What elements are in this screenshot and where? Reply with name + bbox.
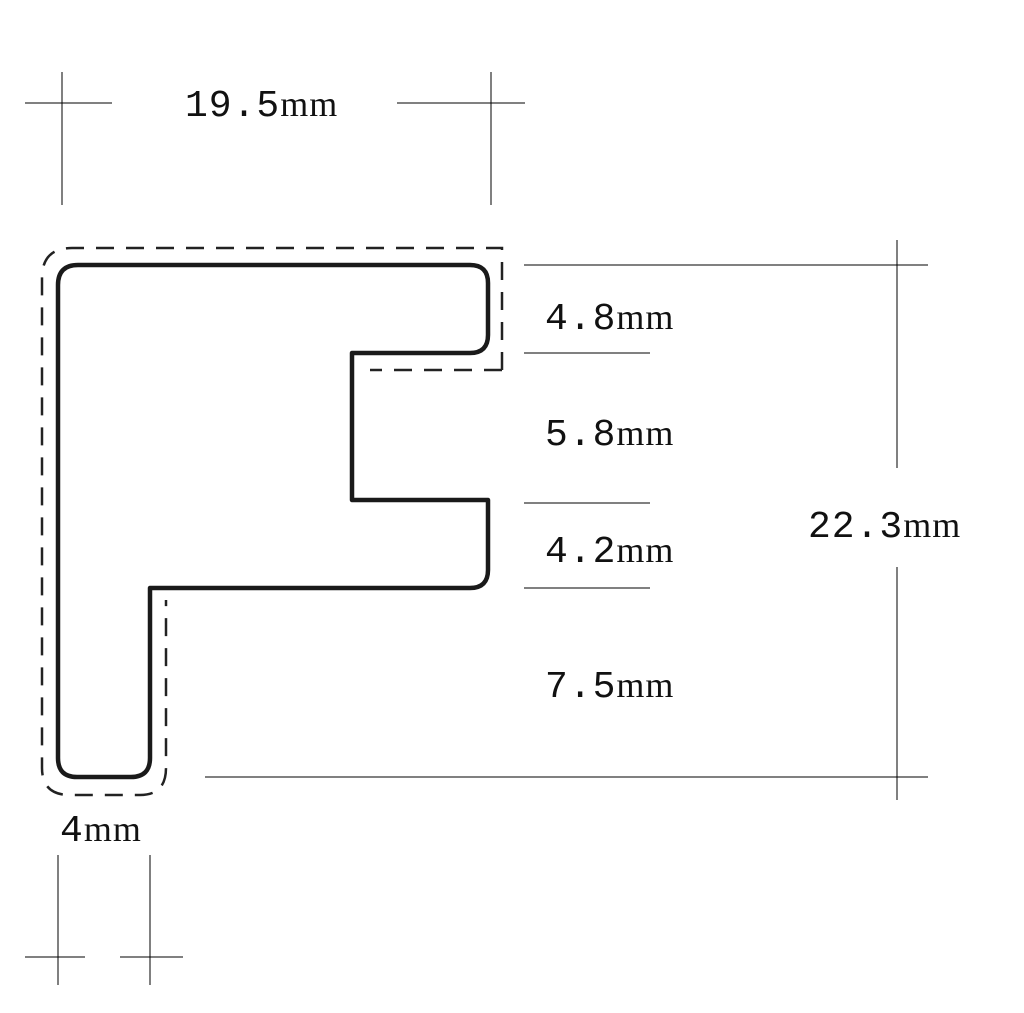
height-dimensions: 4.8mm 5.8mm 4.2mm 7.5mm 22.3mm xyxy=(205,240,961,800)
leg-width-dimension: 4mm xyxy=(25,809,183,985)
segment-label-2: 5.8mm xyxy=(545,413,674,457)
segment-label-3: 4.2mm xyxy=(545,530,674,574)
segment-label-4: 7.5mm xyxy=(545,665,674,709)
leg-width-label: 4mm xyxy=(60,809,142,853)
total-height-label: 22.3mm xyxy=(808,505,961,549)
frame-profile-shape xyxy=(55,262,491,780)
dashed-outline xyxy=(40,246,504,797)
segment-label-1: 4.8mm xyxy=(545,297,674,341)
width-label: 19.5mm xyxy=(185,84,338,128)
width-dimension: 19.5mm xyxy=(25,72,525,205)
